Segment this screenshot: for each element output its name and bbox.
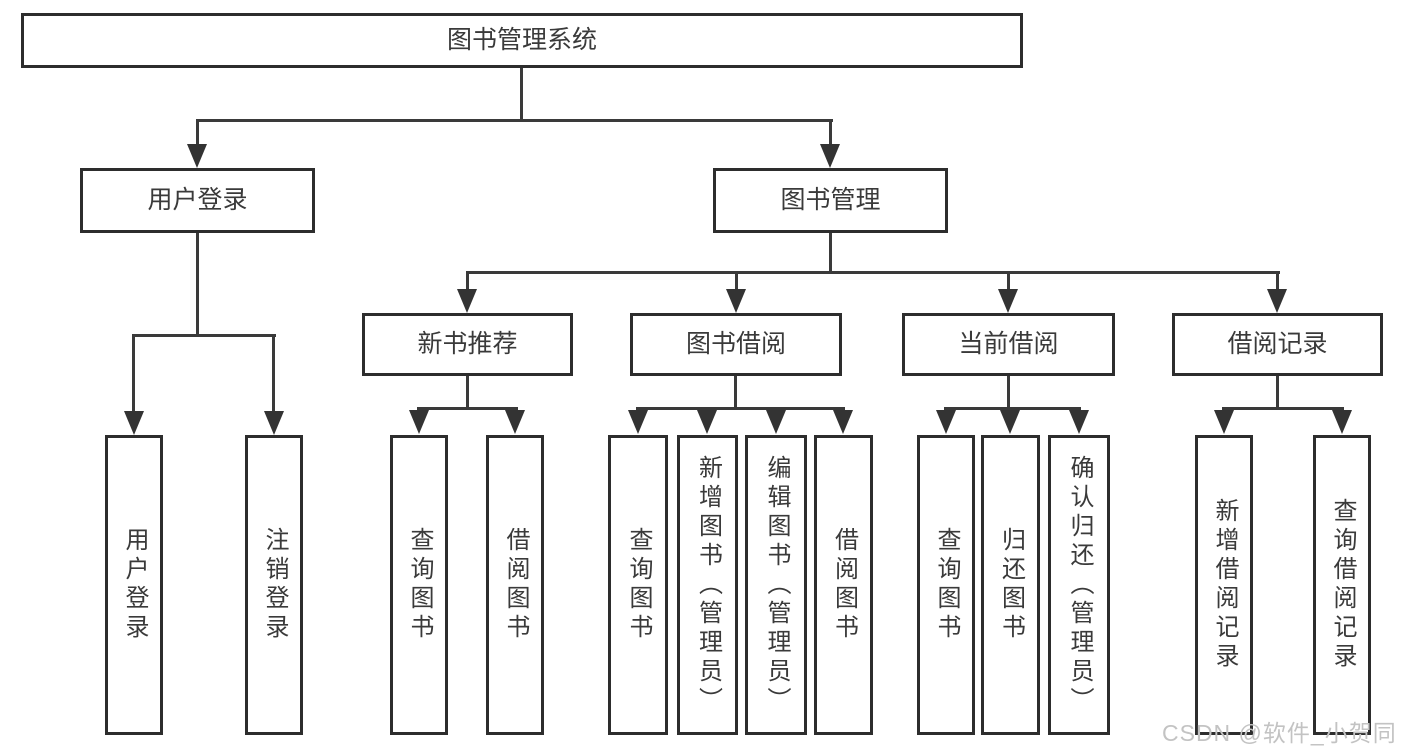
arrow-down-icon (833, 410, 853, 434)
node-label: 图书管理 (780, 186, 881, 214)
node-label: 查询借阅记录 (1329, 498, 1356, 672)
connector-root-hline (196, 119, 833, 122)
node-label: 查询图书 (406, 527, 433, 643)
leaf-query-books-borrow: 查询图书 (608, 435, 668, 735)
connector-stem (466, 271, 469, 295)
arrow-down-icon (1069, 410, 1089, 434)
leaf-query-books-current: 查询图书 (917, 435, 975, 735)
connector-stem (1007, 271, 1010, 295)
arrow-down-icon (628, 410, 648, 434)
arrow-down-icon (187, 144, 207, 168)
connector-bookmgmt-hline (466, 271, 1280, 274)
leaf-logout: 注销登录 (245, 435, 303, 735)
node-label: 确认归还（管理员） (1066, 454, 1093, 716)
connector-stem (132, 334, 135, 414)
node-label: 归还图书 (997, 527, 1025, 643)
connector-borrow-stub (734, 376, 737, 409)
connector-borrow-hline (636, 407, 845, 410)
node-current-borrow: 当前借阅 (902, 313, 1115, 376)
arrow-down-icon (766, 410, 786, 434)
arrow-down-icon (124, 411, 144, 435)
connector-stem (196, 119, 199, 148)
arrow-down-icon (1000, 410, 1020, 434)
node-label: 图书借阅 (685, 330, 786, 358)
connector-stem (1276, 271, 1279, 295)
arrow-down-icon (820, 144, 840, 168)
connector-bookmgmt-stub (829, 233, 832, 274)
connector-userlogin-stub (196, 233, 199, 337)
leaf-query-borrow-record: 查询借阅记录 (1313, 435, 1371, 735)
connector-stem (829, 119, 832, 148)
leaf-borrow-book: 借阅图书 (814, 435, 873, 735)
node-label: 当前借阅 (958, 330, 1059, 358)
node-book-management: 图书管理 (713, 168, 948, 233)
connector-recommend-stub (466, 376, 469, 409)
node-borrow-record: 借阅记录 (1172, 313, 1383, 376)
connector-record-stub (1276, 376, 1279, 409)
arrow-down-icon (998, 289, 1018, 313)
node-book-borrow: 图书借阅 (630, 313, 842, 376)
node-label: 查询图书 (625, 527, 652, 643)
node-label: 注销登录 (261, 527, 288, 643)
arrow-down-icon (1214, 410, 1234, 434)
leaf-confirm-return-admin: 确认归还（管理员） (1048, 435, 1110, 735)
connector-current-stub (1007, 376, 1010, 409)
arrow-down-icon (1332, 410, 1352, 434)
leaf-query-books-recommend: 查询图书 (390, 435, 448, 735)
connector-stem (272, 334, 275, 414)
arrow-down-icon (726, 289, 746, 313)
leaf-add-borrow-record: 新增借阅记录 (1195, 435, 1253, 735)
leaf-user-login: 用户登录 (105, 435, 163, 735)
connector-userlogin-hline (132, 334, 276, 337)
node-label: 新书推荐 (417, 330, 518, 358)
node-root: 图书管理系统 (21, 13, 1023, 68)
connector-recommend-hline (417, 407, 518, 410)
node-label: 用户登录 (121, 527, 148, 643)
node-label: 新增图书（管理员） (694, 454, 722, 716)
arrow-down-icon (505, 410, 525, 434)
leaf-add-book-admin: 新增图书（管理员） (677, 435, 738, 735)
arrow-down-icon (936, 410, 956, 434)
arrow-down-icon (457, 289, 477, 313)
connector-current-hline (944, 407, 1081, 410)
node-label: 新增借阅记录 (1211, 498, 1238, 672)
leaf-borrow-books-recommend: 借阅图书 (486, 435, 544, 735)
node-user-login: 用户登录 (80, 168, 315, 233)
connector-record-hline (1222, 407, 1344, 410)
connector-stem (735, 271, 738, 295)
arrow-down-icon (264, 411, 284, 435)
leaf-edit-book-admin: 编辑图书（管理员） (745, 435, 807, 735)
node-label: 借阅记录 (1227, 330, 1328, 358)
arrow-down-icon (697, 410, 717, 434)
arrow-down-icon (1267, 289, 1287, 313)
connector-root-stub (520, 68, 523, 121)
arrow-down-icon (409, 410, 429, 434)
node-label: 编辑图书（管理员） (763, 454, 790, 716)
node-label: 图书管理系统 (446, 26, 597, 54)
node-label: 借阅图书 (502, 527, 529, 643)
watermark: CSDN @软件_小贺同学 (1162, 720, 1397, 746)
leaf-return-book: 归还图书 (981, 435, 1040, 735)
node-new-book-recommend: 新书推荐 (362, 313, 573, 376)
node-label: 借阅图书 (830, 527, 858, 643)
node-label: 用户登录 (147, 186, 248, 214)
node-label: 查询图书 (933, 527, 960, 643)
